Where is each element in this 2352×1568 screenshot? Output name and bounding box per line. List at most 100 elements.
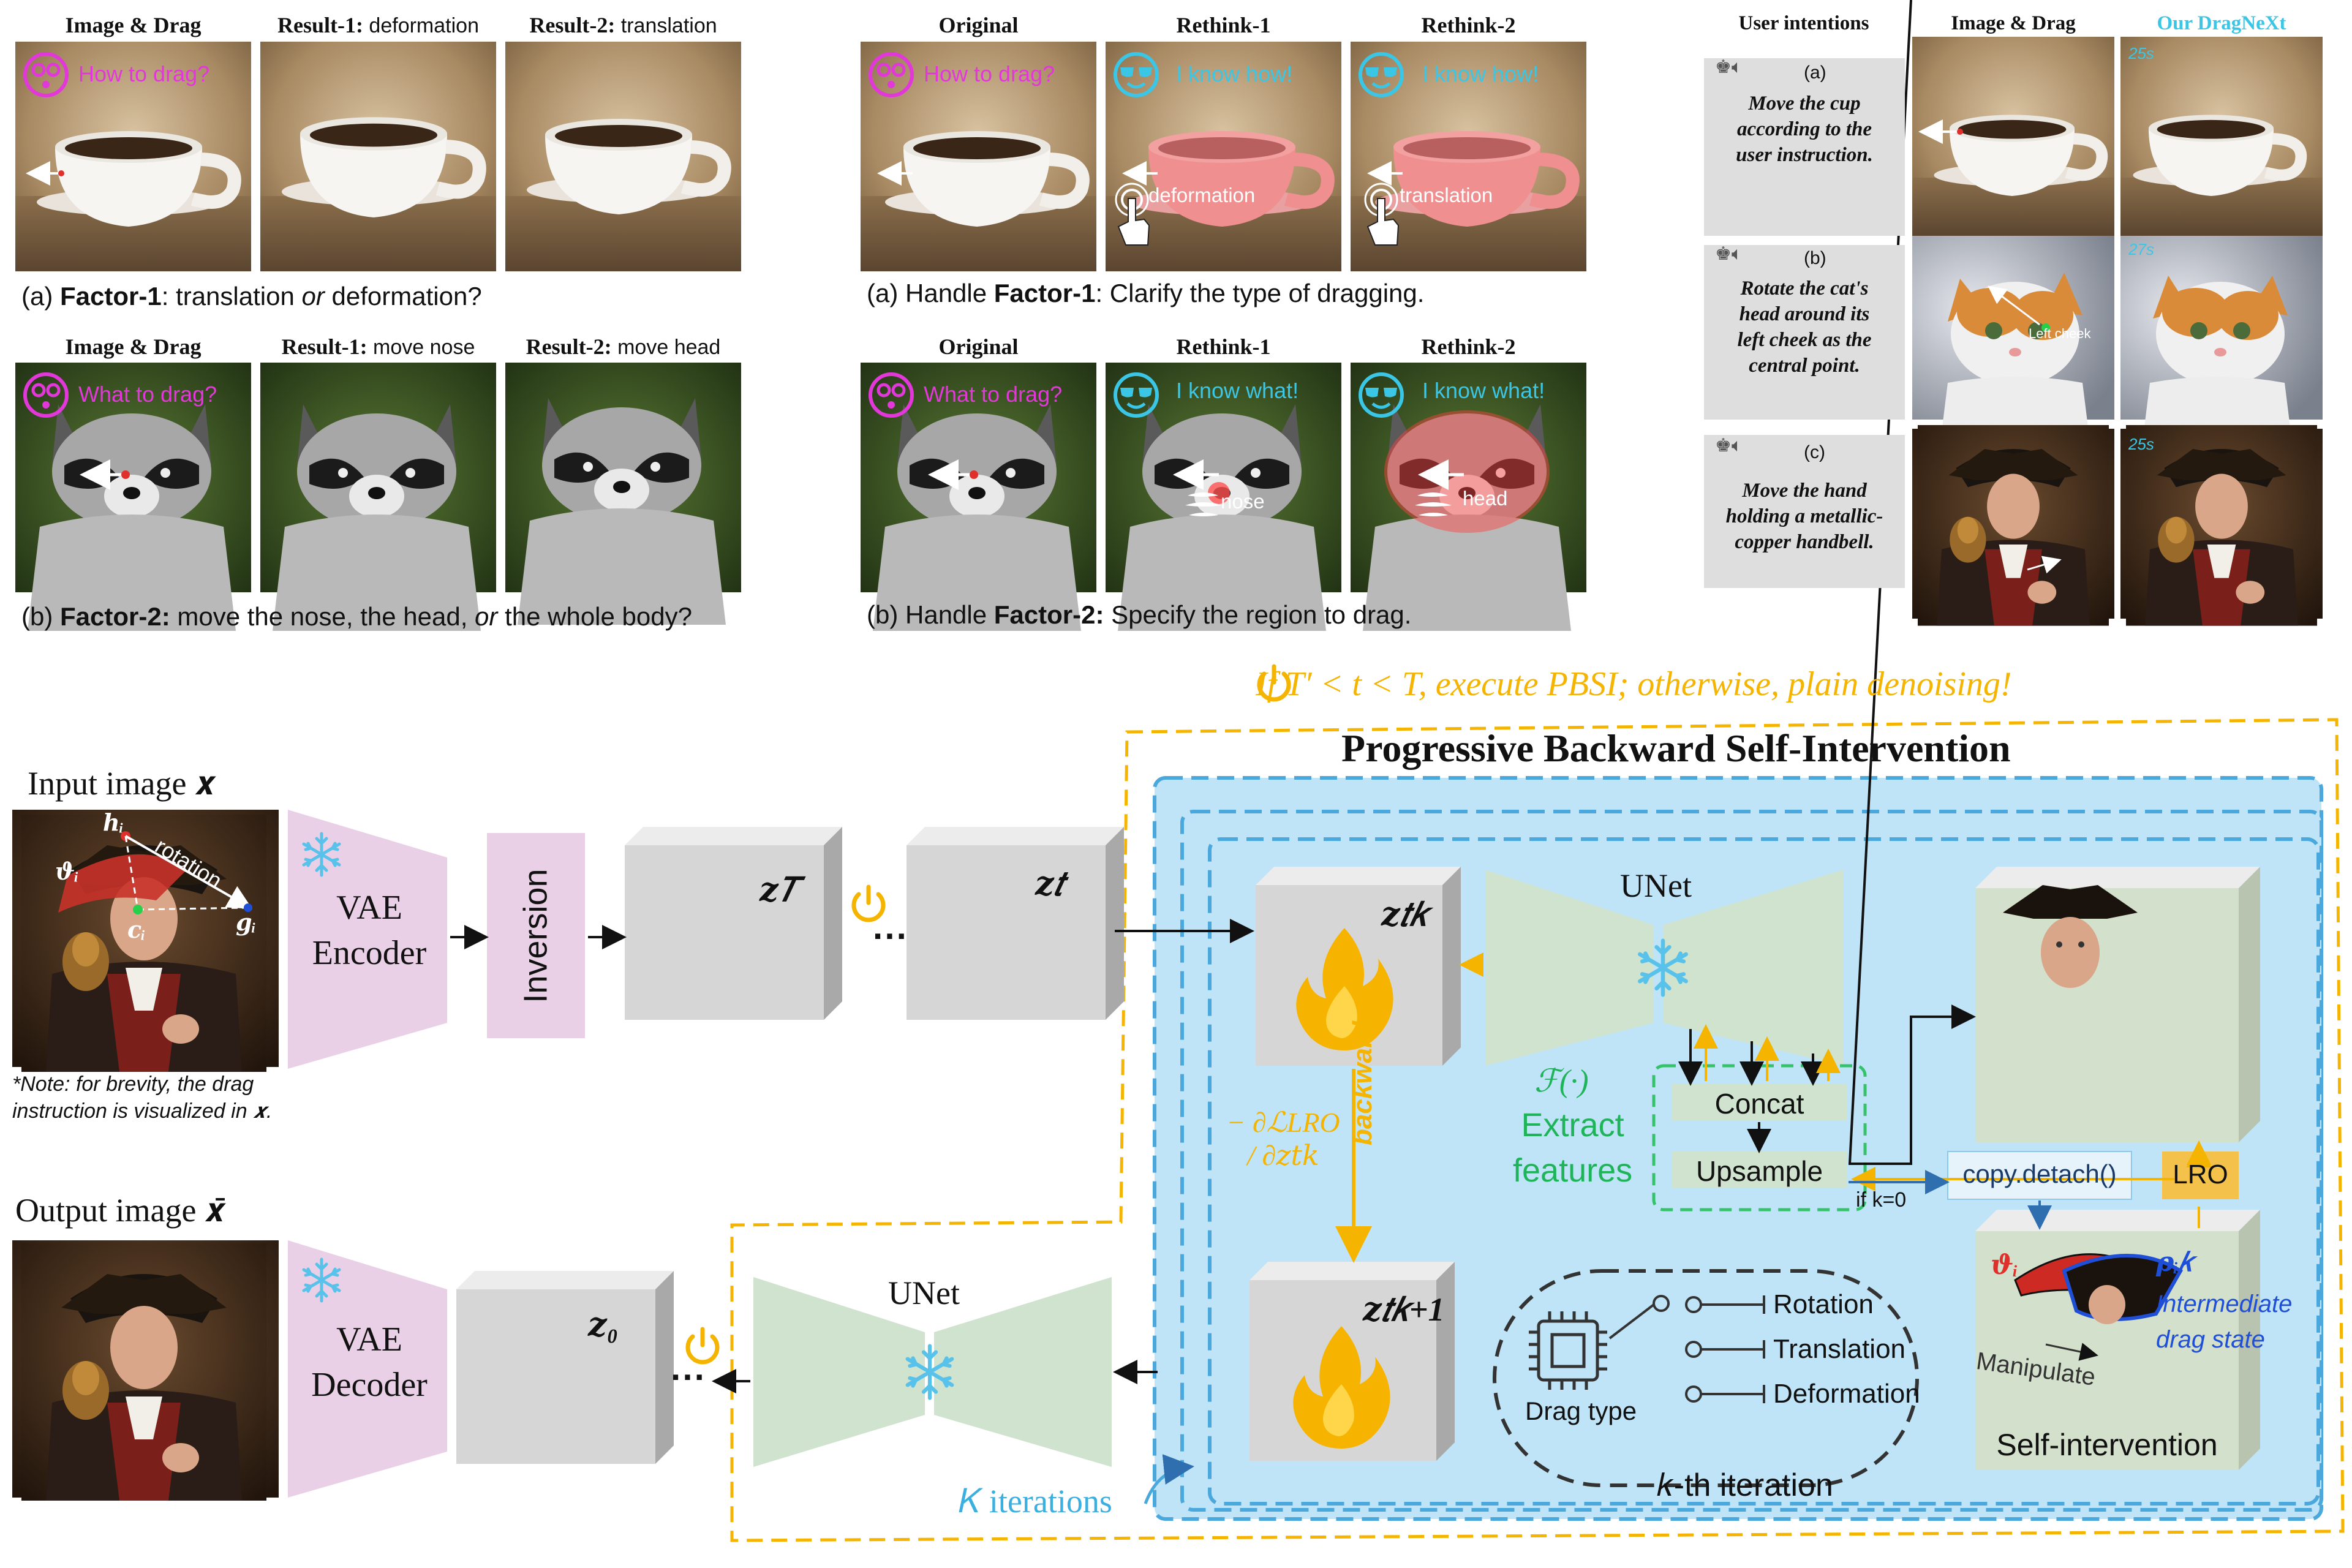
mid-row-b-images (861, 363, 1586, 631)
left-a-bubble: How to drag? (78, 61, 210, 86)
speaker-icon-c: ♚🔈︎ (1715, 435, 1743, 456)
z-0-label: 𝒛₀ (588, 1306, 619, 1343)
intent-box-b (1704, 245, 1905, 420)
output-image-title: Output image 𝒙̄ (15, 1192, 226, 1229)
mid-b-header-2: Rethink-1 (1176, 334, 1271, 359)
rho-label: 𝝆ᵢ𝑘 (2156, 1247, 2193, 1277)
intent-tag-a: (a) (1804, 62, 1826, 83)
copy-detach-label: copy.detach() (1962, 1159, 2117, 1188)
mid-a-label-translation: translation (1400, 184, 1493, 206)
drag-type-label: Drag type (1525, 1396, 1637, 1425)
mid-a-caption: (a) Handle Factor-1: Clarify the type of… (867, 279, 1425, 307)
left-b-header-3: Result-2: move head (526, 334, 721, 359)
hat-shapes (2014, 1253, 2184, 1361)
inversion-label-wrap: Inversion (487, 833, 585, 1038)
dots-top: ··· (873, 916, 908, 956)
mid-b-label-nose: nose (1221, 490, 1265, 513)
mid-a-header-1: Original (938, 13, 1019, 37)
backward-label: backward (1348, 1021, 1378, 1145)
lro-label: LRO (2173, 1159, 2228, 1189)
face-crop (2003, 885, 2138, 988)
self-intervention-label: Self-intervention (1996, 1428, 2218, 1462)
speaker-icon-b: ♚🔈︎ (1715, 244, 1743, 264)
label-h: 𝒉ᵢ (103, 810, 124, 836)
right-panel-images (1912, 37, 2323, 626)
mid-a-header-2: Rethink-1 (1176, 13, 1271, 37)
pbsi-title: Progressive Backward Self-Intervention (1341, 726, 2011, 770)
left-a-caption: (a) Factor-1: translation or deformation… (21, 282, 482, 311)
mid-a-header-3: Rethink-2 (1421, 13, 1516, 37)
left-row-b-images (15, 363, 741, 631)
unet-bottom-shape (753, 1277, 1112, 1467)
right-header-image-drag: Image & Drag (1951, 12, 2076, 34)
feature-extract-frame (1652, 1064, 1867, 1212)
mid-b-caption: (b) Handle Factor-2: Specify the region … (867, 600, 1412, 629)
mid-b-header-3: Rethink-2 (1421, 334, 1516, 359)
drag-type-translation: Translation (1773, 1334, 1906, 1364)
vae-encoder-block (288, 810, 447, 1069)
intent-tag-b: (b) (1804, 248, 1826, 268)
unet-bottom-label: UNet (888, 1275, 960, 1311)
concat-label: Concat (1714, 1088, 1804, 1120)
mid-a-bubble-answer-2: I know how! (1422, 61, 1539, 86)
label-c: 𝒄ᵢ (127, 918, 146, 943)
theta-i-label: 𝝑ᵢ (1991, 1250, 2018, 1280)
mid-b-label-head: head (1463, 487, 1508, 510)
mid-b-bubble-answer-2: I know what! (1422, 378, 1545, 403)
right-header-dragnext: Our DragNeXt (2157, 12, 2286, 34)
right-header-intentions: User intentions (1738, 12, 1869, 34)
output-image (12, 1240, 279, 1501)
vae-decoder-block (288, 1240, 447, 1498)
k-iter-arrow (1144, 1454, 1194, 1504)
left-b-caption: (b) Factor-2: move the nose, the head, o… (21, 602, 692, 631)
if-k0-label: if k=0 (1856, 1188, 1907, 1212)
time-badge-c: 25s (2128, 435, 2154, 453)
z-t-k-label: 𝒛𝑡𝑘 (1381, 896, 1428, 933)
upsample-label: Upsample (1695, 1155, 1823, 1187)
mid-a-label-deformation: deformation (1148, 184, 1256, 206)
intent-box-c (1704, 435, 1905, 588)
z-t-k1-label: 𝒛𝑡𝑘+1 (1363, 1291, 1445, 1328)
z-T-label: 𝒛𝑇 (760, 872, 799, 908)
label-theta: 𝝑ᵢ (55, 859, 79, 885)
speaker-icon-a: ♚🔈︎ (1715, 57, 1743, 77)
mid-a-bubble-answer-1: I know how! (1176, 61, 1293, 86)
unet-top-label: UNet (1620, 867, 1692, 904)
input-image (12, 810, 279, 1072)
time-badge-a: 25s (2128, 44, 2154, 62)
concat-block (1672, 1084, 1847, 1121)
mid-b-bubble-answer-1: I know what! (1176, 378, 1299, 403)
left-b-header-2: Result-1: move nose (281, 334, 475, 359)
inversion-label: Inversion (518, 868, 554, 1003)
left-cheek-label: Left cheek (2029, 326, 2091, 341)
left-a-header-1: Image & Drag (65, 13, 202, 37)
mid-b-bubble-question: What to drag? (924, 382, 1063, 407)
left-row-a-images (15, 42, 741, 271)
orange-dashed-frames (730, 718, 2345, 1542)
mid-row-a-images (861, 42, 1586, 271)
inversion-block (487, 833, 585, 1038)
drag-type-deformation: Deformation (1773, 1379, 1920, 1409)
k-iterations-label: 𝐾 iterations (959, 1483, 1112, 1520)
kth-iteration-label: 𝑘-th iteration (1657, 1468, 1833, 1503)
upsample-block (1672, 1152, 1847, 1188)
intent-tag-c: (c) (1804, 442, 1825, 462)
time-badge-b: 27s (2128, 240, 2154, 258)
intent-box-a (1704, 58, 1905, 236)
left-a-header-3: Result-2: translation (529, 13, 717, 37)
input-image-title: Input image 𝒙 (28, 765, 216, 802)
label-g: 𝒈ᵢ (236, 910, 257, 936)
mid-a-bubble-question: How to drag? (924, 61, 1055, 86)
drag-type-rotation: Rotation (1773, 1289, 1874, 1319)
dots-bottom: ··· (671, 1357, 706, 1397)
copy-detach-block (1947, 1151, 2132, 1200)
